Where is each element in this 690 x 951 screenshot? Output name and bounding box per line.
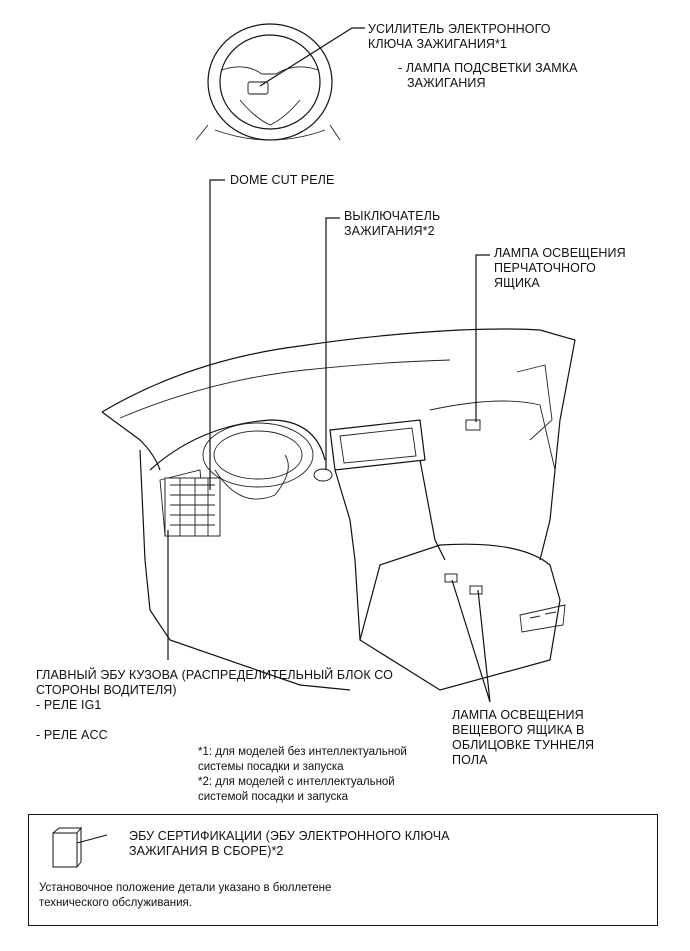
- console-lamp-part-2: [469, 585, 483, 595]
- steering-wheel-drawing: [195, 23, 341, 141]
- footnotes: *1: для моделей без интеллектуальной сис…: [198, 746, 407, 803]
- leader-console-lamp: [451, 579, 491, 703]
- ignition-switch-part: [313, 468, 333, 482]
- console-lamp-label: ЛАМПА ОСВЕЩЕНИЯ ВЕЩЕВОГО ЯЩИКА В ОБЛИЦОВ…: [452, 708, 595, 767]
- dome-cut-label: DOME CUT РЕЛЕ: [230, 173, 335, 187]
- certification-ecu-icon: [52, 826, 108, 868]
- legend-note: Установочное положение детали указано в …: [39, 882, 332, 909]
- key-amplifier-part: [247, 81, 269, 95]
- glove-lamp-label: ЛАМПА ОСВЕЩЕНИЯ ПЕРЧАТОЧНОГО ЯЩИКА: [494, 246, 626, 290]
- junction-block-part: [164, 477, 221, 537]
- leader-ignition-switch: [325, 217, 340, 470]
- legend-box: ЭБУ СЕРТИФИКАЦИИ (ЭБУ ЭЛЕКТРОННОГО КЛЮЧА…: [28, 814, 658, 926]
- leader-glove-lamp: [475, 254, 490, 422]
- leader-dome-cut: [209, 179, 225, 490]
- body-ecu-label: ГЛАВНЫЙ ЭБУ КУЗОВА (РАСПРЕДЕЛИТЕЛЬНЫЙ БЛ…: [36, 668, 393, 742]
- dashboard-drawing: [101, 328, 576, 691]
- lamp-lock-label: - ЛАМПА ПОДСВЕТКИ ЗАМКА ЗАЖИГАНИЯ: [398, 61, 578, 90]
- ignition-switch-label: ВЫКЛЮЧАТЕЛЬ ЗАЖИГАНИЯ*2: [344, 209, 441, 238]
- certification-ecu-label: ЭБУ СЕРТИФИКАЦИИ (ЭБУ ЭЛЕКТРОННОГО КЛЮЧА…: [129, 829, 450, 858]
- glove-lamp-part: [465, 419, 481, 431]
- key-amp-label: УСИЛИТЕЛЬ ЭЛЕКТРОННОГО КЛЮЧА ЗАЖИГАНИЯ*1: [368, 22, 551, 51]
- leader-key-amp: [259, 27, 365, 87]
- console-lamp-part-1: [444, 573, 458, 583]
